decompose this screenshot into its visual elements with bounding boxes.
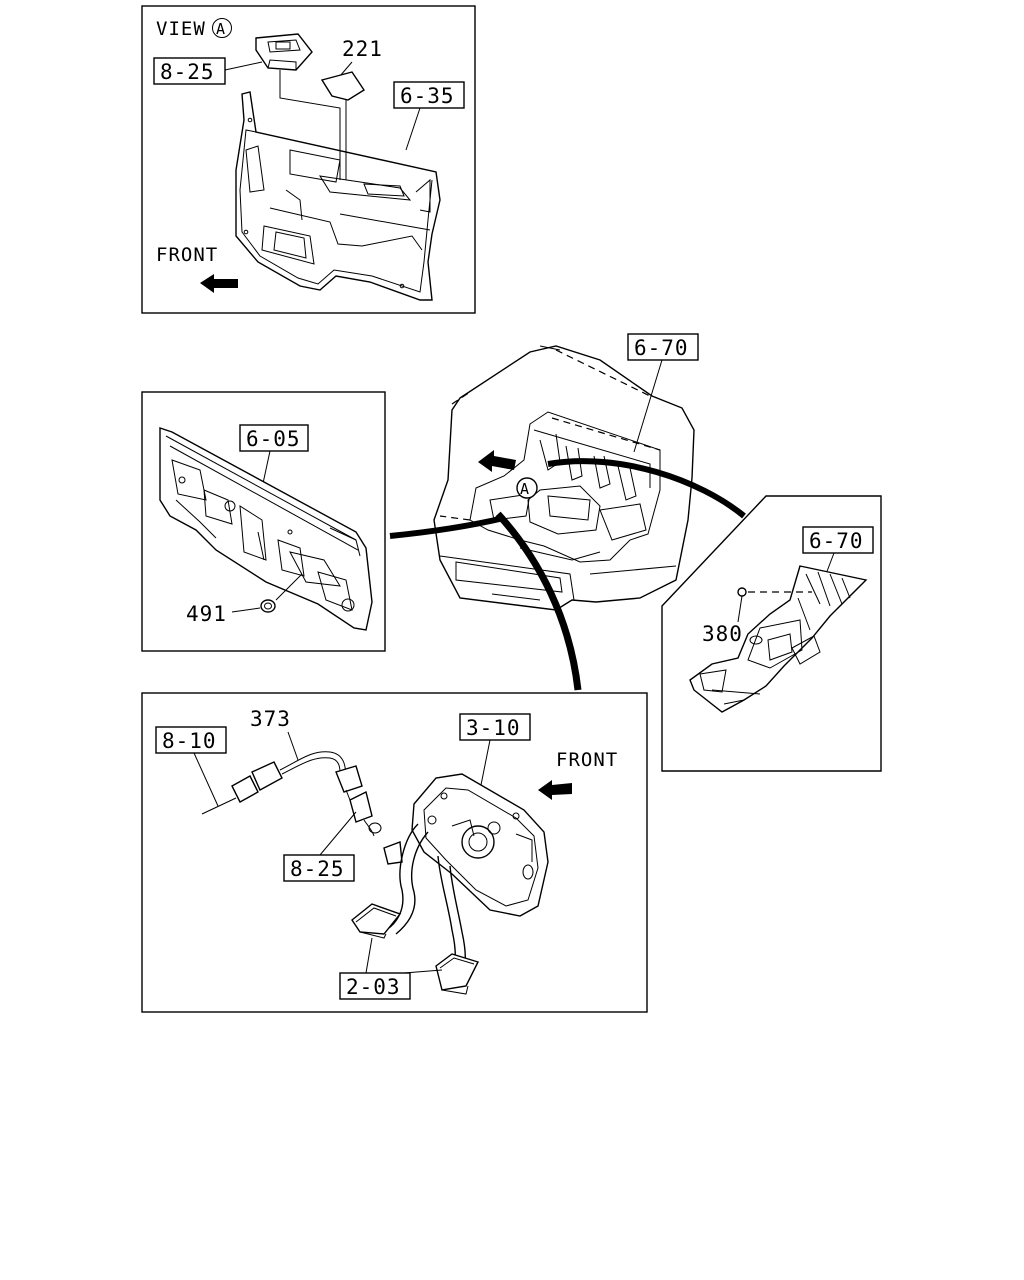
grommet-part-drawing bbox=[260, 599, 276, 613]
pedal-assembly-drawing bbox=[351, 773, 549, 995]
callout-box-8-25-pedal bbox=[283, 854, 355, 882]
floor-panel-box: 6-70 380 bbox=[661, 495, 882, 772]
callout-box-8-25-top bbox=[153, 57, 226, 85]
callout-6-05: 6-05 bbox=[246, 427, 301, 451]
callout-373: 373 bbox=[250, 707, 291, 731]
callout-380: 380 bbox=[702, 622, 743, 646]
harness-drawing bbox=[201, 751, 382, 837]
callout-box-6-70-floor bbox=[802, 526, 874, 554]
switch-part-drawing bbox=[255, 33, 313, 71]
bezel-part-drawing bbox=[320, 71, 365, 101]
callout-221: 221 bbox=[342, 37, 383, 61]
front-arrow-icon bbox=[538, 780, 572, 800]
cab-floor-structure bbox=[439, 411, 661, 563]
direction-arrow-icon bbox=[478, 450, 516, 472]
plug-part-drawing bbox=[737, 587, 747, 597]
callout-6-35: 6-35 bbox=[400, 84, 455, 108]
callout-8-25-pedal: 8-25 bbox=[290, 857, 345, 881]
callout-8-25-top: 8-25 bbox=[160, 60, 215, 84]
dash-panel-box: 6-05 491 bbox=[141, 391, 386, 652]
floor-panel-drawing bbox=[689, 565, 868, 713]
callout-box-6-05 bbox=[239, 424, 309, 452]
callout-box-2-03 bbox=[339, 972, 411, 1000]
callout-box-8-10 bbox=[155, 726, 227, 754]
callout-box-6-35 bbox=[393, 81, 465, 109]
cab-view-marker: A bbox=[520, 480, 529, 498]
callout-491: 491 bbox=[186, 602, 227, 626]
callout-6-70-cab: 6-70 bbox=[634, 336, 689, 360]
cab-overview: 6-70 A bbox=[389, 333, 746, 691]
view-marker: A bbox=[216, 20, 225, 38]
pedal-panel-box: 8-10 373 3-10 FRONT 8-25 bbox=[141, 692, 648, 1013]
dash-panel-drawing bbox=[159, 427, 373, 631]
callout-box-6-70-cab bbox=[627, 333, 699, 361]
view-title: VIEW bbox=[156, 18, 206, 40]
callout-8-10: 8-10 bbox=[162, 729, 217, 753]
callout-box-3-10 bbox=[459, 713, 531, 741]
callout-6-70-floor: 6-70 bbox=[809, 529, 864, 553]
callout-3-10: 3-10 bbox=[466, 716, 521, 740]
front-arrow-icon bbox=[200, 274, 238, 293]
front-label-pedal: FRONT bbox=[556, 749, 618, 771]
door-trim-drawing bbox=[235, 91, 441, 301]
front-label-view: FRONT bbox=[156, 244, 218, 266]
callout-2-03: 2-03 bbox=[346, 975, 401, 999]
view-a-panel: VIEW A 8-25 221 6-35 bbox=[141, 5, 476, 314]
